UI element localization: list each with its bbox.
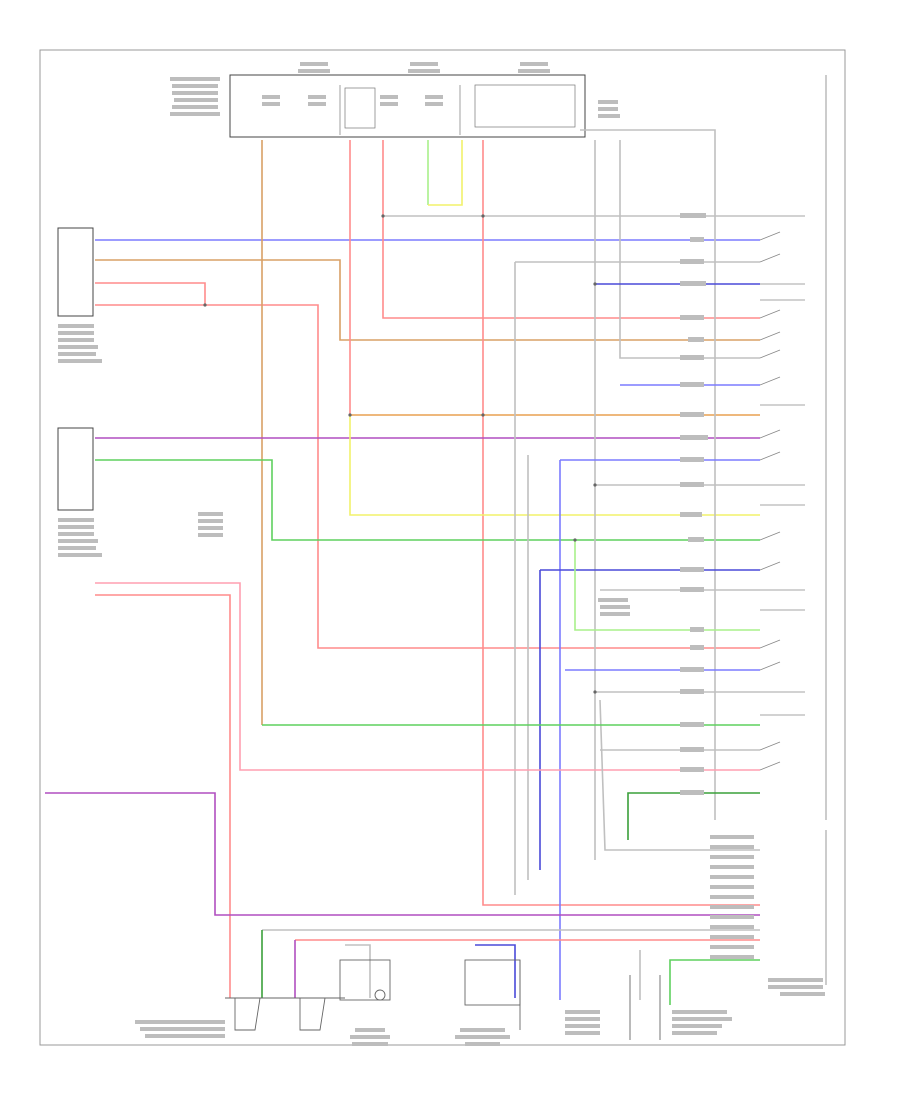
bottom-label-blocks xyxy=(135,512,825,1046)
junction-dots xyxy=(203,214,597,694)
right-wire-labels xyxy=(680,213,754,959)
bottom-components xyxy=(225,959,661,1040)
top-label-blocks xyxy=(170,62,620,118)
left-connector-upper xyxy=(57,227,102,363)
fuse-relay-box xyxy=(229,74,586,138)
diagram-frame xyxy=(39,49,846,1046)
right-switch-symbols xyxy=(759,215,805,771)
left-connector-lower xyxy=(57,427,102,557)
wires xyxy=(45,129,760,1005)
